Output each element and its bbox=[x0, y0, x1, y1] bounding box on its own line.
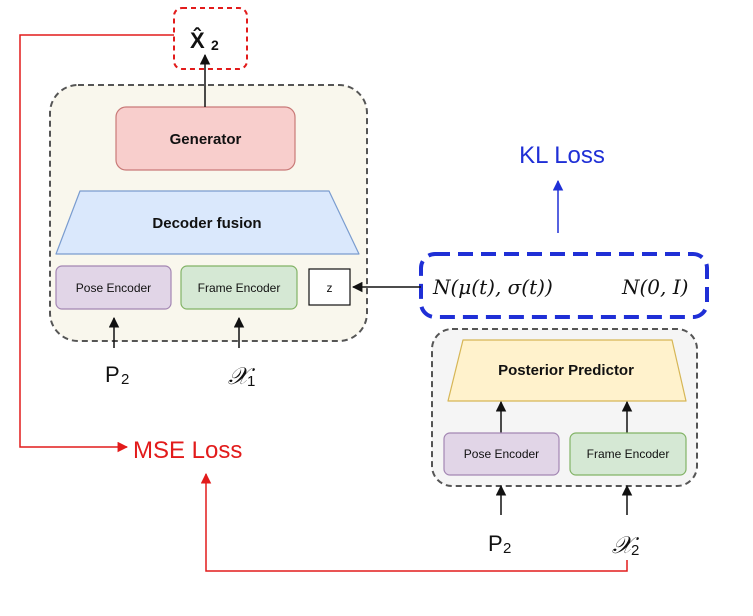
prior-distribution: N(0, I) bbox=[621, 275, 688, 299]
mse-loss-label: MSE Loss bbox=[133, 437, 242, 464]
posterior-pose-input-symbol: P bbox=[488, 531, 503, 556]
decoder-fusion-label: Decoder fusion bbox=[152, 215, 261, 232]
target-frame-to-mse-loss-connector bbox=[200, 472, 628, 572]
posterior-pose-input-subscript: 2 bbox=[503, 540, 511, 557]
decoder-frame-input-subscript: 1 bbox=[247, 373, 255, 390]
decoder-pose-encoder-box bbox=[55, 265, 172, 310]
posterior-predictor-label: Posterior Predictor bbox=[498, 362, 634, 379]
posterior-pose-encoder-label: Pose Encoder bbox=[464, 447, 539, 461]
distribution-box bbox=[419, 252, 709, 319]
output-symbol: X̂ bbox=[190, 27, 205, 53]
decoder-pose-encoder-label: Pose Encoder bbox=[76, 281, 151, 295]
decoder-pose-input-symbol: P bbox=[105, 362, 120, 387]
kl-loss-label: KL Loss bbox=[519, 142, 605, 169]
posterior-frame-input-subscript: 2 bbox=[631, 542, 639, 559]
output-subscript: 2 bbox=[211, 37, 219, 53]
generator-label: Generator bbox=[170, 131, 242, 148]
posterior-frame-encoder-label: Frame Encoder bbox=[587, 447, 670, 461]
decoder-fusion-shape bbox=[55, 190, 360, 255]
posterior-frame-encoder-box bbox=[569, 432, 687, 476]
decoder-frame-encoder-label: Frame Encoder bbox=[198, 281, 281, 295]
posterior-pose-encoder-box bbox=[443, 432, 560, 476]
decoder-pose-input-subscript: 2 bbox=[121, 371, 129, 388]
posterior-predictor-shape bbox=[447, 339, 687, 402]
decoder-frame-encoder-box bbox=[180, 265, 298, 310]
output-to-mse-loss-connector bbox=[19, 34, 174, 453]
z-box bbox=[308, 268, 351, 306]
z-label: z bbox=[327, 281, 333, 295]
posterior-distribution: N(μ(t), σ(t)) bbox=[432, 275, 553, 299]
output-box bbox=[173, 7, 248, 70]
